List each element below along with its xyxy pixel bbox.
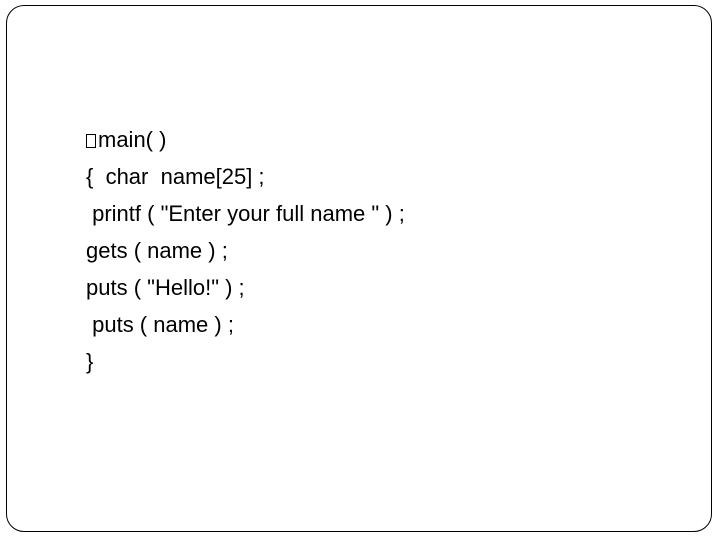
code-line-1-text: main( ): [98, 127, 167, 152]
code-line-5: puts ( "Hello!" ) ;: [86, 275, 245, 300]
code-line-1: main( ): [86, 121, 405, 158]
code-line-7: }: [86, 349, 94, 374]
code-line-4: gets ( name ) ;: [86, 238, 228, 263]
code-listing: main( ) { char name[25] ; printf ( "Ente…: [86, 121, 405, 380]
slide-frame: main( ) { char name[25] ; printf ( "Ente…: [6, 5, 712, 532]
code-line-6: puts ( name ) ;: [86, 312, 234, 337]
code-line-3: printf ( "Enter your full name " ) ;: [86, 201, 405, 226]
code-line-2: { char name[25] ;: [86, 164, 265, 189]
square-bullet-icon: [86, 134, 96, 148]
